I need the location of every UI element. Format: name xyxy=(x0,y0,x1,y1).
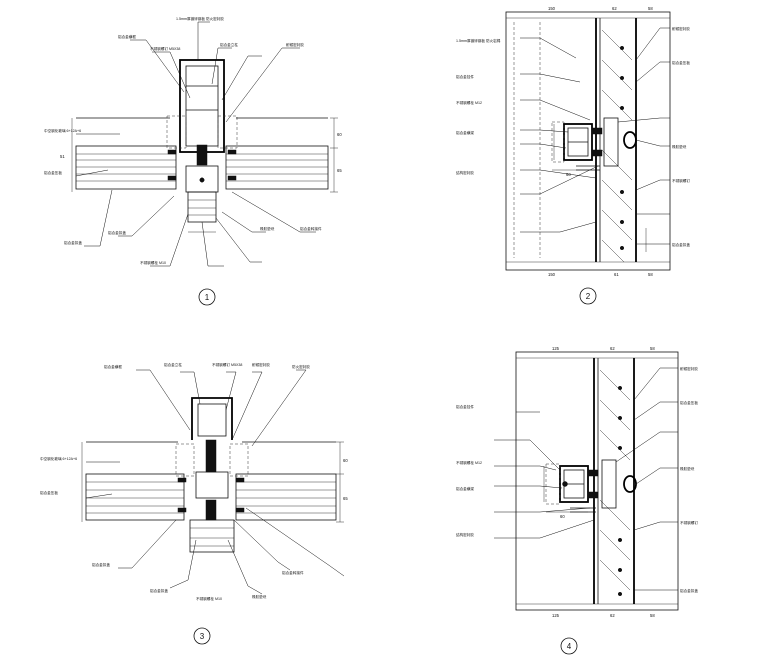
d1-label-bottom-2: 橡胶垫块 xyxy=(260,226,275,231)
d1-label-top-2: 不锈钢螺钉 M5X38 xyxy=(150,46,180,51)
d3-label-top-3: 耐候密封胶 xyxy=(252,362,270,367)
detail-1-marker xyxy=(198,288,216,306)
d4-label-left-0: 铝合金挂件 xyxy=(456,404,474,409)
d2-label-left-0: 1.5mm厚镀锌钢板 防火岩棉 xyxy=(456,38,501,43)
detail-4-marker xyxy=(560,637,578,655)
glass-panel-left-3 xyxy=(85,441,185,521)
d3-label-top-1: 铝合金立柱 xyxy=(164,362,182,367)
detail-4-number: 4 xyxy=(567,642,572,651)
screw-markers-3 xyxy=(177,477,245,515)
d4-label-left-2: 铝合金横梁 xyxy=(456,486,474,491)
fastener-dots-2 xyxy=(619,45,625,251)
d3-label-bottom-2: 铝合金转接件 xyxy=(282,570,304,575)
d3-label-bottom-1: 不锈钢螺栓 M10 xyxy=(196,596,222,601)
d2-label-right-4: 铝合金扣盖 xyxy=(672,242,690,247)
glass-panel-left xyxy=(75,117,177,190)
d1-dim-2: 65 xyxy=(337,168,342,173)
leaders-detail-1 xyxy=(75,21,316,267)
d1-label-bottom-3: 铝合金转接件 xyxy=(300,226,322,231)
d3-dim-1: 65 xyxy=(343,496,348,501)
fastener-dots-4 xyxy=(617,385,623,597)
d1-label-top-1: 铝合金横框 xyxy=(118,34,136,39)
d1-label-bottom-0: 铝合金扣盖 xyxy=(108,230,126,235)
d2-label-left-2: 不锈钢螺栓 M12 xyxy=(456,100,482,105)
d2-dim-bottom-0: 150 xyxy=(548,272,556,277)
detail-3: 铝合金横框 铝合金立柱 不锈钢螺钉 M5X38 耐候密封胶 防火密封胶 中空钢化… xyxy=(40,362,348,645)
d2-label-right-0: 耐候密封胶 xyxy=(672,26,690,31)
d3-label-left-0: 中空钢化玻璃 6+12A+6 xyxy=(40,456,77,461)
d4-label-right-3: 不锈钢螺钉 xyxy=(680,520,698,525)
d4-label-right-4: 铝合金扣盖 xyxy=(680,588,698,593)
mullion-profile-3 xyxy=(175,397,249,553)
glass-panel-right xyxy=(225,117,329,190)
d1-label-left-0: 中空钢化玻璃 6+12A+6 xyxy=(44,128,81,133)
d2-label-right-1: 铝合金压板 xyxy=(672,60,690,65)
d2-dim-mid-0: 60 xyxy=(566,172,571,177)
d1-label-left-2: 铝合金扣盖 xyxy=(64,240,82,245)
detail-2-number: 2 xyxy=(586,292,591,301)
leaders-detail-3 xyxy=(85,369,345,595)
d3-label-bottom-3: 橡胶垫块 xyxy=(252,594,267,599)
leaders-detail-4 xyxy=(494,367,678,591)
d1-label-left-1: 铝合金压板 xyxy=(44,170,62,175)
d4-label-right-2: 橡胶垫块 xyxy=(680,466,695,471)
detail-1-number: 1 xyxy=(205,293,210,302)
detail-3-marker xyxy=(193,627,211,645)
d2-label-left-3: 铝合金横梁 xyxy=(456,130,474,135)
d2-label-right-3: 不锈钢螺钉 xyxy=(672,178,690,183)
transom-profile-4 xyxy=(545,459,637,513)
detail-3-number: 3 xyxy=(200,632,205,641)
d4-label-right-1: 铝合金压板 xyxy=(680,400,698,405)
d4-dim-top-2: 58 xyxy=(650,346,655,351)
d3-label-top-4: 防火密封胶 xyxy=(292,364,310,369)
d4-dim-mid-0: 60 xyxy=(560,514,565,519)
d4-dim-top-0: 125 xyxy=(552,346,560,351)
detail-2: 1.5mm厚镀锌钢板 防火岩棉 铝合金挂件 不锈钢螺栓 M12 铝合金横梁 结构… xyxy=(456,6,690,305)
d2-dim-bottom-1: 61 xyxy=(614,272,619,277)
d3-label-left-2: 铝合金扣盖 xyxy=(92,562,110,567)
transom-profile-2 xyxy=(551,117,637,171)
glass-panel-right-3 xyxy=(235,441,337,521)
d4-label-left-3: 结构密封胶 xyxy=(456,532,474,537)
d1-label-top-4: 耐候密封胶 xyxy=(286,42,304,47)
d4-dim-bottom-2: 58 xyxy=(650,613,655,618)
leaders-detail-2 xyxy=(520,27,670,245)
detail-1: 1.5mm厚镀锌钢板 防火密封胶 铝合金横框 不锈钢螺钉 M5X38 铝合金立柱… xyxy=(44,16,342,306)
d2-label-right-2: 橡胶垫块 xyxy=(672,144,687,149)
d1-label-top-3: 铝合金立柱 xyxy=(220,42,238,47)
d1-dim-0: 51 xyxy=(60,154,65,159)
d1-label-top-0: 1.5mm厚镀锌钢板 防火密封胶 xyxy=(176,16,224,21)
d3-label-top-2: 不锈钢螺钉 M5X38 xyxy=(212,362,242,367)
mullion-profile xyxy=(166,59,238,223)
d2-dim-top-2: 58 xyxy=(648,6,653,11)
d4-label-left-1: 不锈钢螺栓 M12 xyxy=(456,460,482,465)
detail-4: 铝合金挂件 不锈钢螺栓 M12 铝合金横梁 结构密封胶 耐候密封胶 铝合金压板 … xyxy=(456,346,698,655)
d4-dim-bottom-1: 62 xyxy=(610,613,615,618)
detail-2-marker xyxy=(579,287,597,305)
d4-label-right-0: 耐候密封胶 xyxy=(680,366,698,371)
d3-dim-0: 60 xyxy=(343,458,348,463)
d1-label-bottom-1: 不锈钢螺栓 M10 xyxy=(140,260,166,265)
insulation-hatch-4 xyxy=(599,369,631,591)
d2-dim-top-0: 150 xyxy=(548,6,556,11)
d3-label-top-0: 铝合金横框 xyxy=(104,364,122,369)
d2-dim-top-1: 62 xyxy=(612,6,617,11)
insulation-hatch-2 xyxy=(601,29,633,263)
screw-markers xyxy=(167,149,237,183)
d3-label-bottom-0: 铝合金扣盖 xyxy=(150,588,168,593)
d2-dim-bottom-2: 58 xyxy=(648,272,653,277)
d4-dim-top-1: 62 xyxy=(610,346,615,351)
d3-label-left-1: 铝合金压板 xyxy=(40,490,58,495)
d2-label-left-4: 结构密封胶 xyxy=(456,170,474,175)
d4-dim-bottom-0: 125 xyxy=(552,613,560,618)
d2-label-left-1: 铝合金挂件 xyxy=(456,74,474,79)
d1-dim-1: 60 xyxy=(337,132,342,137)
